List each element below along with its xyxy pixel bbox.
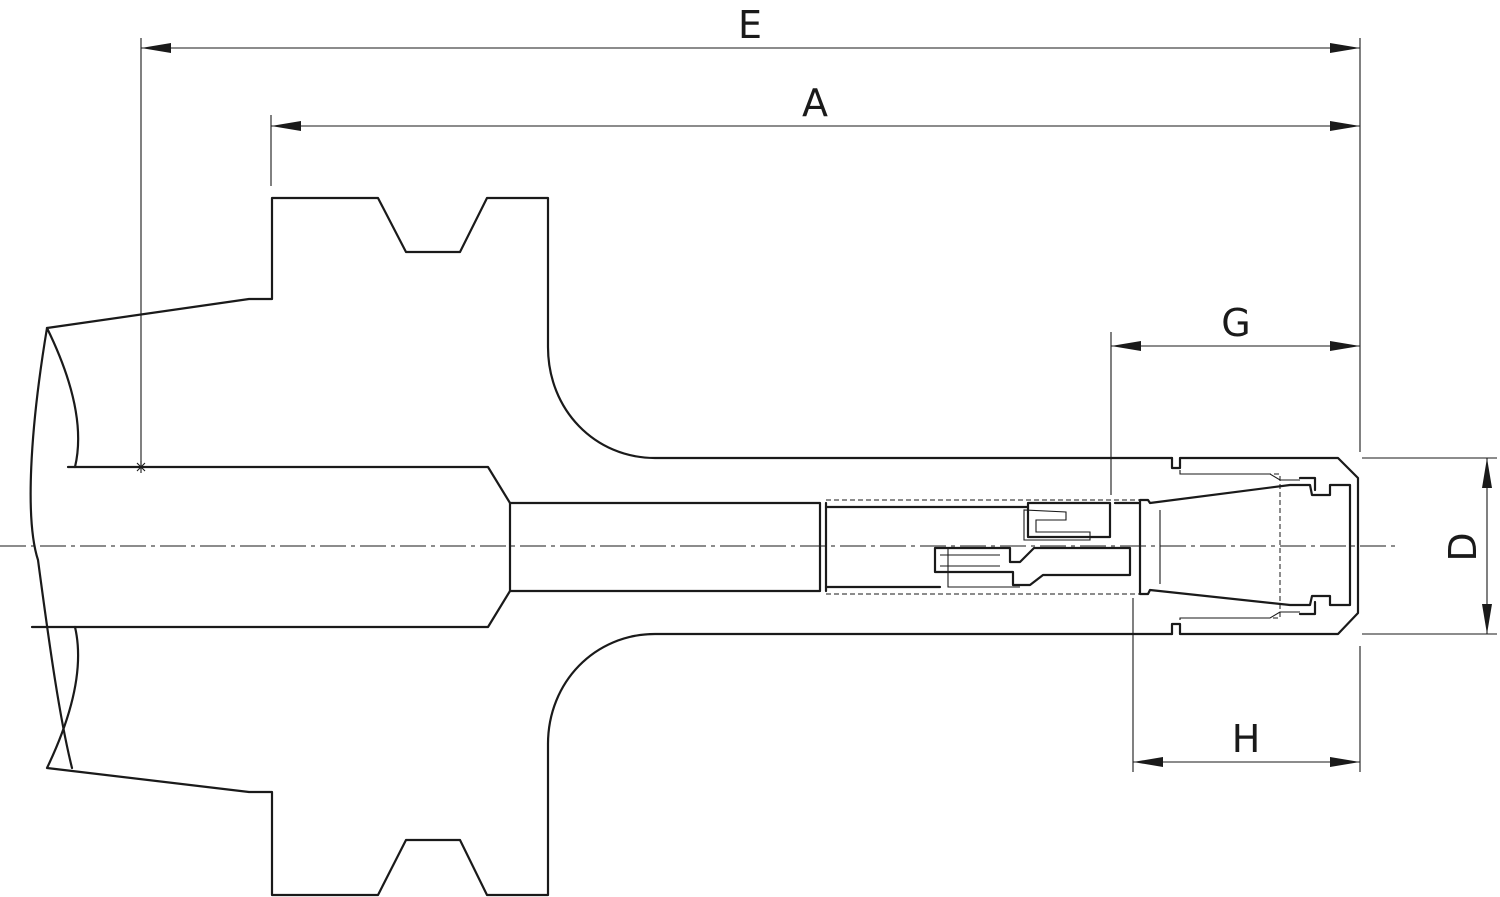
datum-mark xyxy=(136,461,146,473)
dim-label-G: G xyxy=(1221,301,1250,345)
bore-large xyxy=(30,465,822,629)
dimension-H: H xyxy=(1133,717,1360,767)
flange-bottom-outline xyxy=(45,625,1174,897)
internal-bore xyxy=(30,465,1140,629)
tool-body-outline xyxy=(29,196,1174,897)
collet-outline xyxy=(1138,483,1352,607)
stop-screw xyxy=(933,501,1142,588)
extension-lines xyxy=(136,38,1497,772)
dimension-E: E xyxy=(141,3,1360,53)
dimension-D: D xyxy=(1441,458,1492,634)
collet-nut xyxy=(1138,456,1360,636)
dim-label-A: A xyxy=(802,81,828,125)
nut-outline xyxy=(1170,456,1360,636)
break-line xyxy=(29,326,74,770)
dim-label-H: H xyxy=(1232,717,1261,761)
flange-top-outline xyxy=(45,196,1174,469)
dim-label-E: E xyxy=(738,3,762,47)
dimension-A: A xyxy=(271,81,1360,131)
dimension-G: G xyxy=(1111,301,1360,351)
dim-label-D: D xyxy=(1441,532,1485,561)
